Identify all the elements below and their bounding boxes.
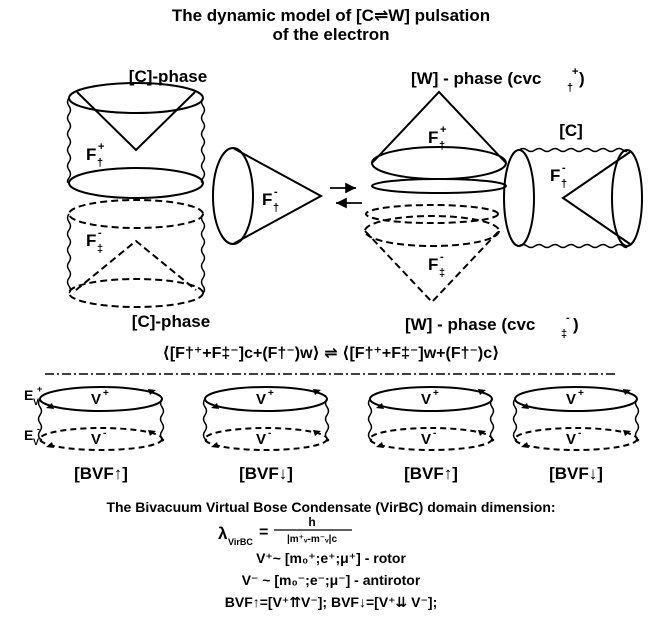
f-down-minus-label-w: F ‡ -	[428, 251, 445, 279]
v-minus-label: V	[421, 431, 431, 448]
f-up-minus-label-right: F † -	[550, 162, 567, 190]
svg-text:+: +	[572, 66, 578, 78]
w-phase-bottom-cone	[364, 204, 500, 304]
svg-text:+: +	[268, 388, 274, 399]
svg-text:F: F	[550, 166, 560, 185]
svg-text:+: +	[98, 141, 104, 153]
bvf-cell: V+V-[BVF↓]	[202, 386, 330, 483]
bvf-cell: V+V-[BVF↑]	[37, 386, 165, 483]
svg-text:[W] - phase (cvc: [W] - phase (cvc	[411, 69, 541, 88]
svg-text:h: h	[308, 515, 315, 529]
bvf-cells: V+V-[BVF↑]V+V-[BVF↓]V+V-[BVF↑]V+V-[BVF↓]	[37, 386, 640, 483]
v-minus-label: V	[566, 431, 576, 448]
bvf-definition-line: BVF↑=[V⁺⇈V⁻]; BVF↓=[V⁺⇊ V⁻];	[225, 594, 437, 610]
svg-text:†: †	[97, 157, 103, 169]
svg-text:F: F	[86, 231, 96, 250]
svg-text:-: -	[37, 424, 40, 434]
svg-text:+: +	[103, 388, 109, 399]
svg-text:V: V	[33, 397, 39, 407]
svg-text:-: -	[103, 428, 106, 439]
ev-minus-label: E V -	[24, 424, 40, 447]
svg-text:|m⁺ᵥ-m⁻ᵥ|c: |m⁺ᵥ-m⁻ᵥ|c	[287, 534, 338, 545]
svg-text:[W] - phase (cvc: [W] - phase (cvc	[405, 315, 535, 334]
svg-text:E: E	[24, 427, 33, 443]
svg-text:†: †	[567, 82, 573, 94]
ev-plus-label: E V +	[24, 384, 42, 407]
svg-text:E: E	[24, 387, 33, 403]
diagram-title-line1: The dynamic model of [C⇌W] pulsation	[172, 6, 490, 25]
svg-text:-: -	[268, 428, 271, 439]
svg-text:F: F	[428, 255, 438, 274]
c-phase-bottom-cylinder	[68, 199, 204, 308]
bvf-label: [BVF↑]	[74, 464, 128, 483]
horizontal-cone-left	[212, 147, 324, 245]
f-up-minus-label-mid: F † -	[262, 186, 279, 214]
svg-text:): )	[573, 315, 579, 334]
bvf-cell: V+V-[BVF↑]	[367, 386, 495, 483]
c-phase-label-bottom: [C]-phase	[132, 312, 210, 331]
w-phase-label-top: [W] - phase (cvc † + )	[411, 66, 585, 94]
svg-text:-: -	[274, 186, 278, 198]
svg-text:V: V	[33, 437, 39, 447]
c-phase-top-cylinder	[66, 82, 206, 199]
diagram-title-line2: of the electron	[272, 25, 389, 44]
svg-text:‡: ‡	[439, 267, 445, 279]
svg-text:-: -	[98, 227, 102, 239]
bvf-label: [BVF↓]	[239, 464, 293, 483]
f-up-plus-label-w: F † +	[428, 124, 446, 152]
exchange-arrows	[330, 182, 362, 209]
svg-text:VirBC: VirBC	[228, 537, 253, 547]
f-down-minus-label-left: F ‡ -	[86, 227, 103, 255]
bvf-cell: V+V-[BVF↓]	[512, 386, 640, 483]
svg-text:+: +	[440, 124, 446, 136]
bvf-label: [BVF↓]	[549, 464, 603, 483]
svg-text:λ: λ	[218, 524, 228, 543]
svg-text:F: F	[262, 190, 272, 209]
svg-text:-: -	[566, 312, 570, 324]
virbc-heading: The Bivacuum Virtual Bose Condensate (Vi…	[106, 499, 555, 515]
v-minus-label: V	[256, 431, 266, 448]
svg-text:‡: ‡	[561, 328, 567, 340]
svg-text:-: -	[440, 251, 444, 263]
bvf-label: [BVF↑]	[404, 464, 458, 483]
w-phase-label-bottom: [W] - phase (cvc ‡ - )	[405, 312, 579, 340]
v-plus-label: V	[566, 391, 576, 408]
v-plus-label: V	[256, 391, 266, 408]
v-plus-label: V	[91, 391, 101, 408]
svg-text:+: +	[433, 388, 439, 399]
svg-text:-: -	[433, 428, 436, 439]
c-right-cylinder	[503, 147, 643, 249]
svg-text:+: +	[578, 388, 584, 399]
v-minus-label: V	[91, 431, 101, 448]
svg-text:-: -	[562, 162, 566, 174]
w-phase-top-cone	[371, 90, 507, 194]
svg-text:†: †	[561, 178, 567, 190]
svg-text:F: F	[428, 128, 438, 147]
svg-text:†: †	[273, 202, 279, 214]
antirotor-line: V⁻ ~ [m₀⁻;e⁻;μ⁻] - antirotor	[242, 572, 421, 588]
rotor-line: V⁺~ [m₀⁺;e⁺;μ⁺] - rotor	[256, 550, 406, 566]
lambda-formula: λ VirBC = h |m⁺ᵥ-m⁻ᵥ|c	[218, 515, 352, 547]
svg-text:-: -	[578, 428, 581, 439]
svg-text:): )	[579, 69, 585, 88]
phase-equation: ⟨[F†⁺+F‡⁻]c+(F†⁻)w⟩ ⇌ ⟨[F†⁺+F‡⁻]w+(F†⁻)c…	[163, 345, 500, 362]
c-phase-bottom-walls	[66, 213, 206, 294]
f-up-plus-label-left: F † +	[86, 141, 104, 169]
c-label-right: [C]	[559, 121, 583, 140]
svg-text:=: =	[259, 524, 268, 541]
svg-text:+: +	[37, 384, 42, 394]
svg-text:‡: ‡	[97, 243, 103, 255]
svg-text:†: †	[439, 140, 445, 152]
svg-text:F: F	[86, 145, 96, 164]
v-plus-label: V	[421, 391, 431, 408]
c-phase-label-top: [C]-phase	[129, 67, 207, 86]
